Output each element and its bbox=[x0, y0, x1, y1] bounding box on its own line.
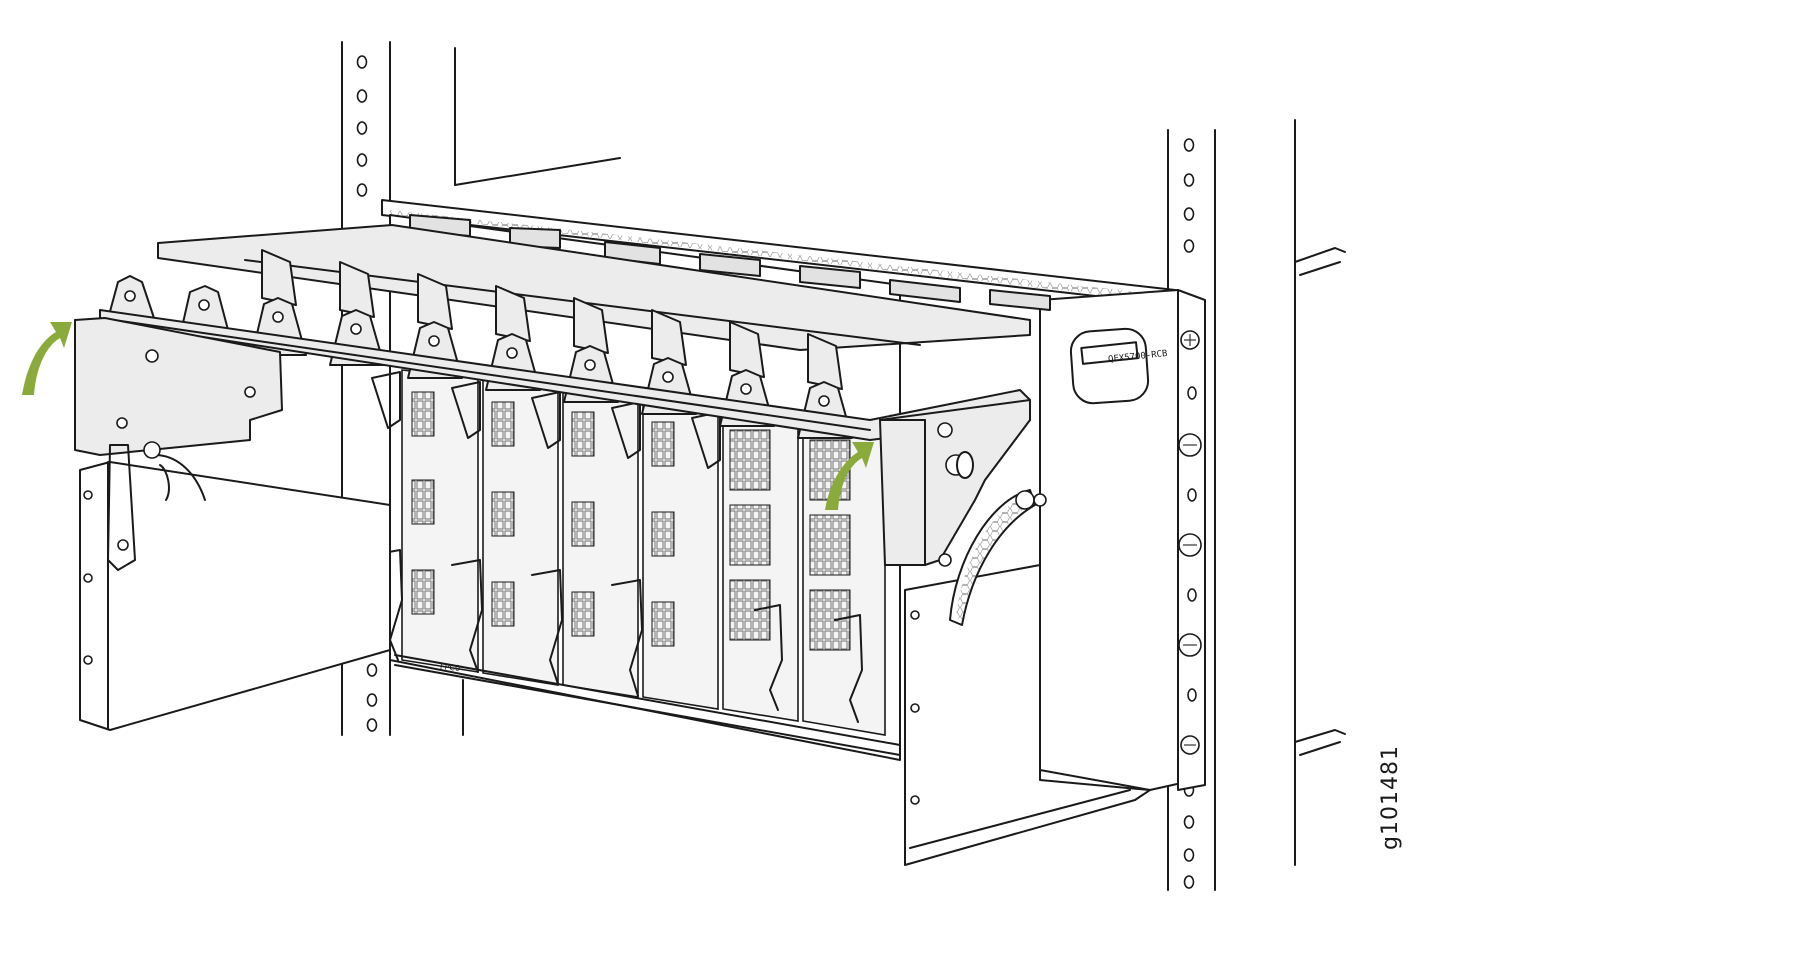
left-end-bracket bbox=[74, 317, 391, 731]
right-rotation-arrow-icon bbox=[825, 442, 874, 510]
figure-id-label: g101481 bbox=[1378, 745, 1403, 850]
right-ear-screws bbox=[1178, 330, 1202, 755]
line-cards bbox=[371, 369, 901, 756]
line-card-slot bbox=[451, 379, 559, 686]
cable-manager-fingers-rear bbox=[261, 249, 843, 390]
line-card-slot bbox=[691, 409, 799, 722]
right-end-bracket bbox=[879, 399, 1047, 626]
rotation-arrows bbox=[22, 322, 874, 510]
left-rail-holes bbox=[356, 55, 378, 732]
line-card-slot bbox=[611, 399, 719, 710]
left-rotation-arrow-icon bbox=[22, 322, 72, 395]
